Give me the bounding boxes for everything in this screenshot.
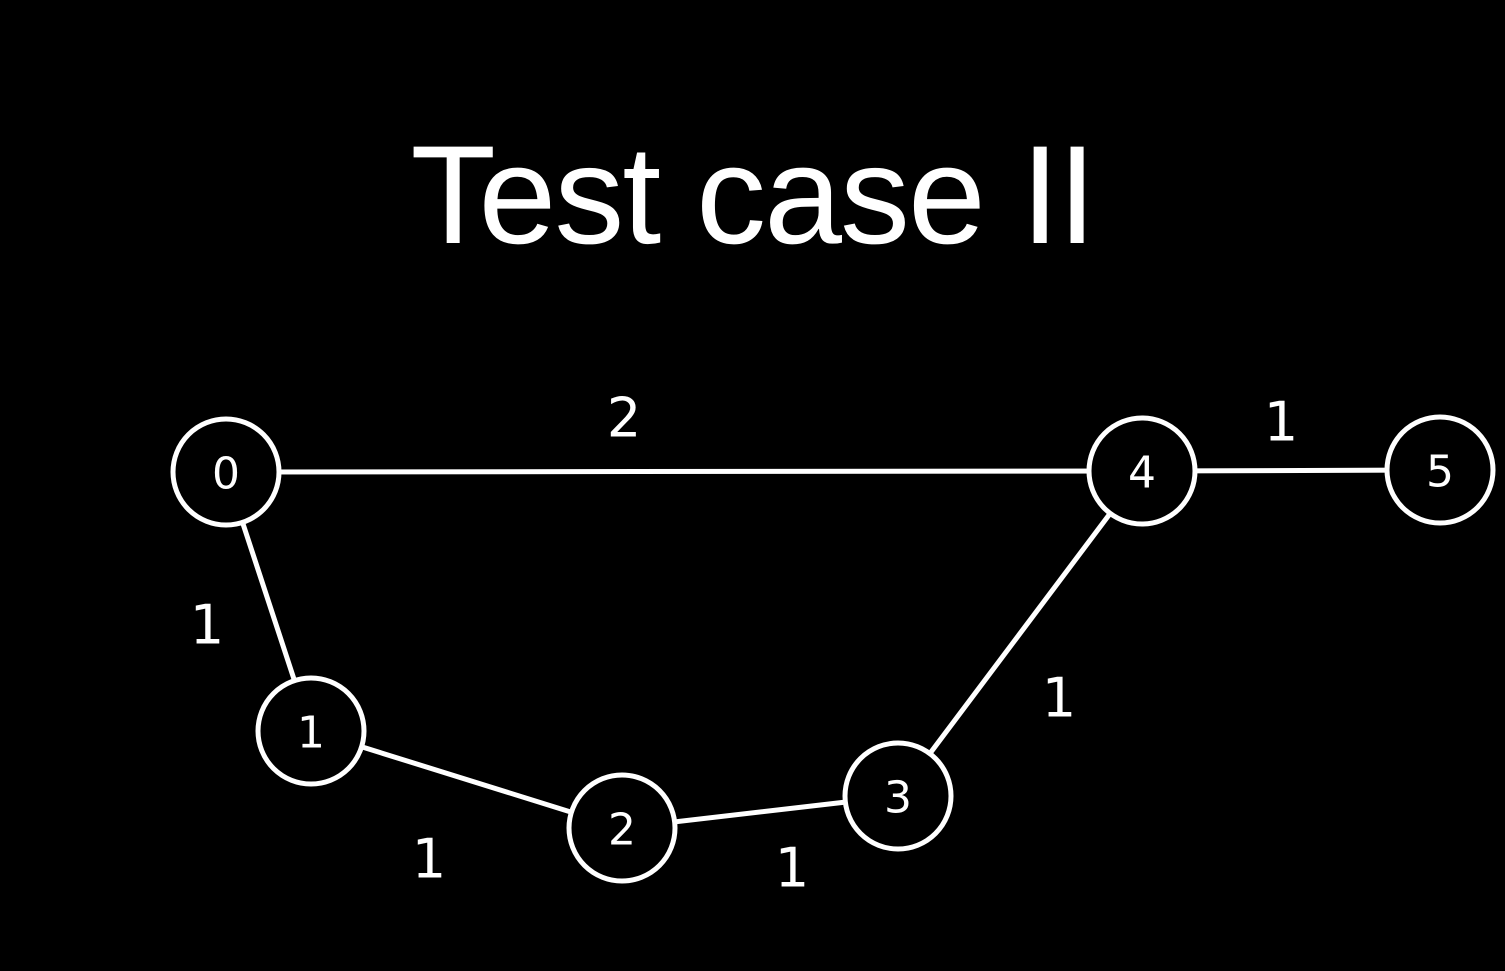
node-label-5: 5 [1426,447,1454,498]
node-3: 3 [842,740,954,852]
edges-layer [223,467,1443,831]
node-circle-2 [566,772,678,884]
nodes-layer: 0 1 2 3 4 5 [170,414,1496,884]
edge-weight-3-4: 1 [1042,667,1076,730]
node-label-2: 2 [608,805,636,856]
edge-weight-2-3: 1 [775,837,809,900]
node-2: 2 [566,772,678,884]
node-label-4: 4 [1128,448,1156,499]
edge-3-4 [895,468,1145,799]
node-circle-1 [255,675,367,787]
edge-weight-4-5: 1 [1264,391,1298,454]
node-0: 0 [170,416,282,528]
edge-weight-0-4: 2 [607,387,641,450]
edge-weight-1-2: 1 [412,828,446,891]
node-label-3: 3 [884,773,912,824]
node-4: 4 [1086,415,1198,527]
node-1: 1 [255,675,367,787]
node-circle-3 [842,740,954,852]
node-circle-0 [170,416,282,528]
edge-weight-0-1: 1 [190,594,224,657]
node-label-1: 1 [297,708,325,759]
node-circle-4 [1086,415,1198,527]
edge-0-4 [223,468,1145,475]
node-label-0: 0 [212,449,240,500]
slide-title: Test case II [410,116,1096,273]
node-5: 5 [1384,414,1496,526]
edge-weights-layer: 2 1 1 1 1 1 [190,387,1298,900]
node-circle-5 [1384,414,1496,526]
